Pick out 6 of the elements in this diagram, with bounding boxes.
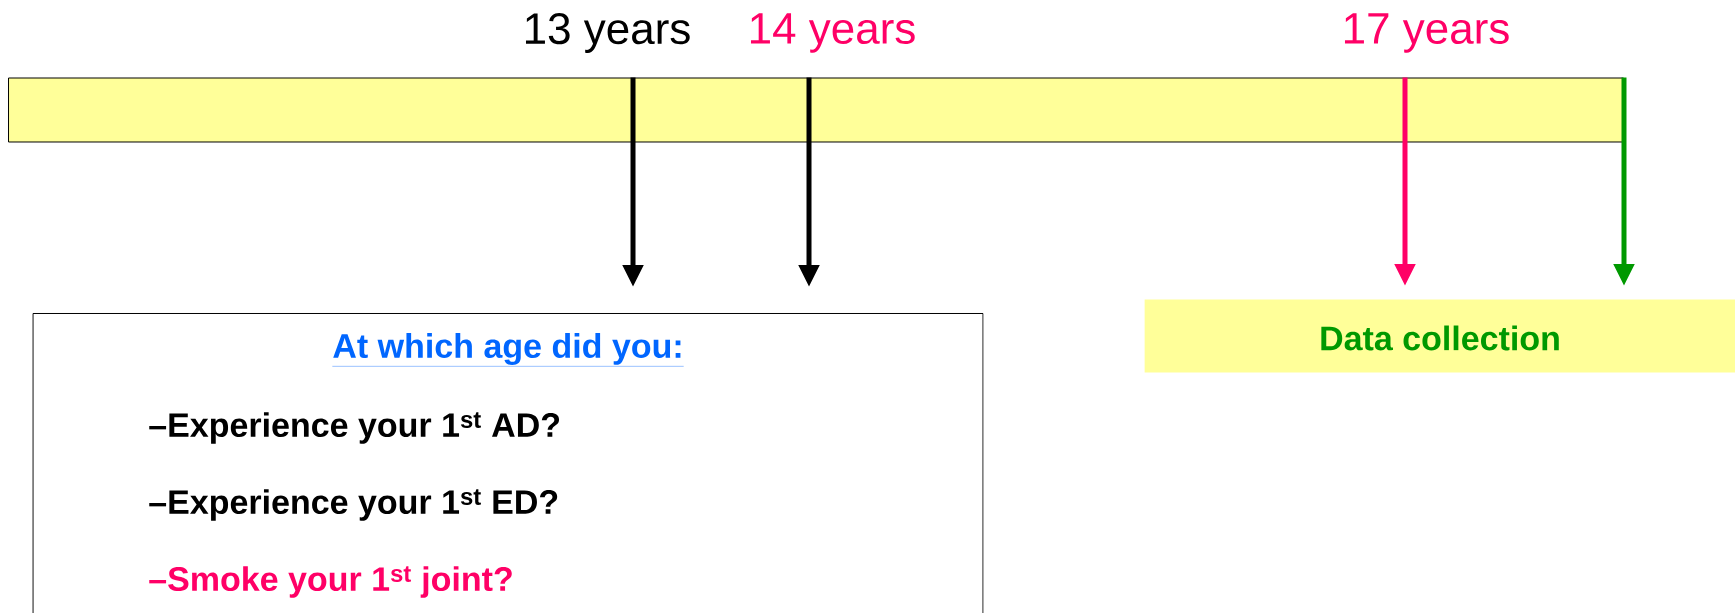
year-label: 13 years <box>526 13 690 53</box>
year-label: 17 years <box>1345 13 1509 53</box>
timeline-bar <box>8 77 1624 143</box>
year-label: 14 years <box>751 13 915 53</box>
question-box: At which age did you: –Experience your 1$^{st}$ AD? –Experience your 1$^{st}$ ED? –Smoke your 1$^{st}$ joint? <box>32 313 984 613</box>
data-collection-box: Data collection <box>1144 299 1735 373</box>
